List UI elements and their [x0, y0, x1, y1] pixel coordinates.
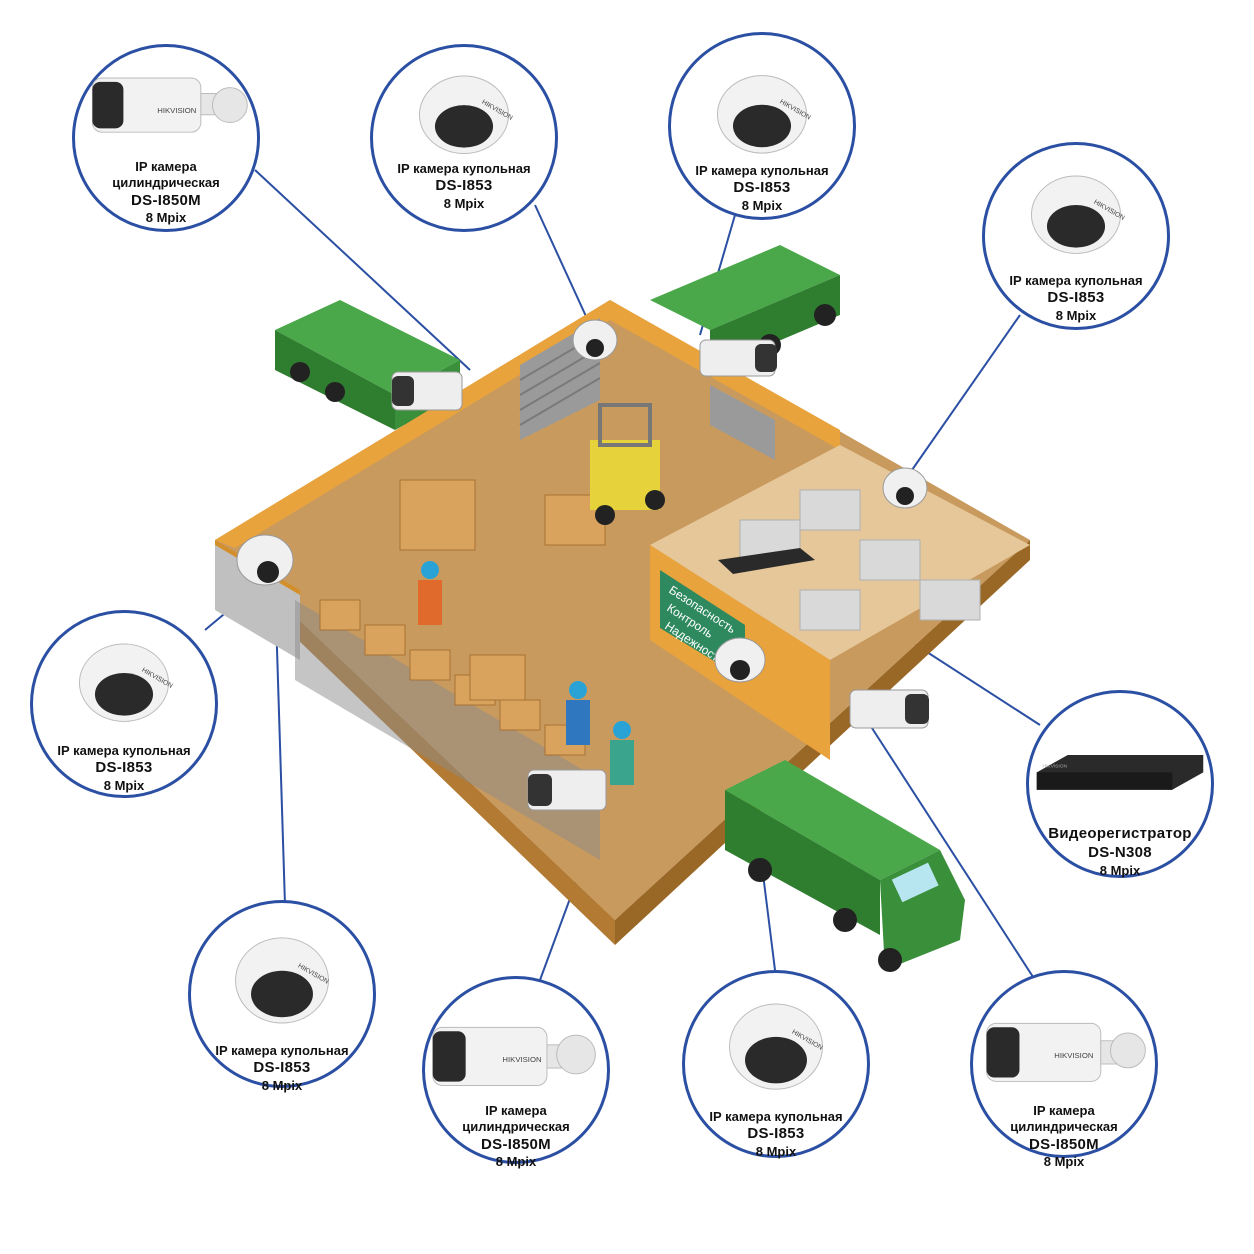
camera-model-label: DS-I853 — [747, 1125, 805, 1143]
roller-door-2 — [710, 385, 775, 460]
nvr-recorder-icon: HIKVISION — [1036, 754, 1204, 790]
camera-type-label: IP камера цилиндрическая — [1010, 1103, 1118, 1135]
installed-dome-camera-icon — [714, 637, 766, 683]
camera-type-label: IP камера купольная — [709, 1109, 843, 1124]
camera-resolution-label: 8 Mpix — [261, 1078, 303, 1093]
connector-line — [534, 204, 591, 326]
connector-line — [904, 314, 1021, 481]
installed-bullet-camera-icon — [699, 339, 777, 377]
camera-resolution-label: 8 Mpix — [443, 196, 485, 211]
camera-model-label: DS-I850M — [131, 191, 201, 209]
connector-line — [869, 724, 1036, 981]
brand-logo: HIKVISION — [1054, 1051, 1093, 1060]
camera-model-label: DS-I853 — [253, 1059, 311, 1077]
camera-resolution-label: 8 Mpix — [495, 1154, 537, 1170]
installed-nvr-recorder-icon — [718, 548, 815, 574]
device-resolution-label: 8 Mpix — [1099, 862, 1141, 878]
brand-logo: HIKVISION — [1043, 764, 1068, 770]
workers — [418, 561, 634, 785]
device-model-label: DS-N308 — [1088, 843, 1152, 861]
camera-resolution-label: 8 Mpix — [103, 778, 145, 793]
storage-room-wall — [215, 545, 300, 660]
bullet-camera-icon: HIKVISION — [91, 77, 248, 133]
installed-bullet-camera-icon — [849, 689, 929, 729]
camera-type-label: IP камера купольная — [57, 743, 191, 758]
camera-resolution-label: 8 Mpix — [145, 210, 187, 226]
bullet-camera-icon: HIKVISION — [432, 1026, 596, 1086]
camera-type-label: IP камера купольная — [215, 1043, 349, 1058]
dome-camera-icon: HIKVISION — [1030, 175, 1126, 254]
brand-logo: HIKVISION — [502, 1055, 541, 1064]
dome-camera-icon: HIKVISION — [729, 1003, 824, 1090]
camera-type-label: IP камера цилиндрическая — [112, 159, 220, 191]
camera-resolution-label: 8 Mpix — [741, 198, 783, 213]
dome-camera-icon: HIKVISION — [418, 75, 514, 154]
shelving-boxes — [295, 479, 606, 860]
dome-camera-icon: HIKVISION — [716, 75, 812, 154]
camera-type-label: IP камера купольная — [397, 161, 531, 176]
installed-cameras — [236, 319, 929, 811]
connector-line — [254, 169, 471, 371]
installed-dome-camera-icon — [236, 534, 294, 586]
camera-model-label: DS-I853 — [95, 759, 153, 777]
camera-resolution-label: 8 Mpix — [1043, 1154, 1085, 1170]
camera-resolution-label: 8 Mpix — [1055, 308, 1097, 323]
camera-model-label: DS-I850M — [1029, 1135, 1099, 1153]
camera-type-label: IP камера купольная — [695, 163, 829, 178]
dome-camera-icon: HIKVISION — [78, 643, 174, 722]
camera-model-label: DS-I853 — [435, 177, 493, 195]
camera-resolution-label: 8 Mpix — [755, 1144, 797, 1159]
brand-logo: HIKVISION — [157, 106, 196, 115]
device-type-label: Видеорегистратор — [1048, 825, 1192, 842]
installed-bullet-camera-icon — [527, 769, 607, 811]
installed-dome-camera-icon — [882, 467, 928, 509]
wall-back-left — [215, 300, 610, 548]
camera-type-label: IP камера купольная — [1009, 273, 1143, 288]
dome-camera-icon: HIKVISION — [235, 937, 330, 1024]
installed-dome-camera-icon — [572, 319, 618, 361]
forklift — [590, 403, 665, 525]
camera-type-label: IP камера цилиндрическая — [462, 1103, 570, 1135]
camera-model-label: DS-I850M — [481, 1135, 551, 1153]
truck-front — [725, 760, 965, 972]
installed-bullet-camera-icon — [391, 371, 463, 411]
bullet-camera-icon: HIKVISION — [986, 1022, 1146, 1082]
camera-model-label: DS-I853 — [733, 179, 791, 197]
camera-model-label: DS-I853 — [1047, 289, 1105, 307]
